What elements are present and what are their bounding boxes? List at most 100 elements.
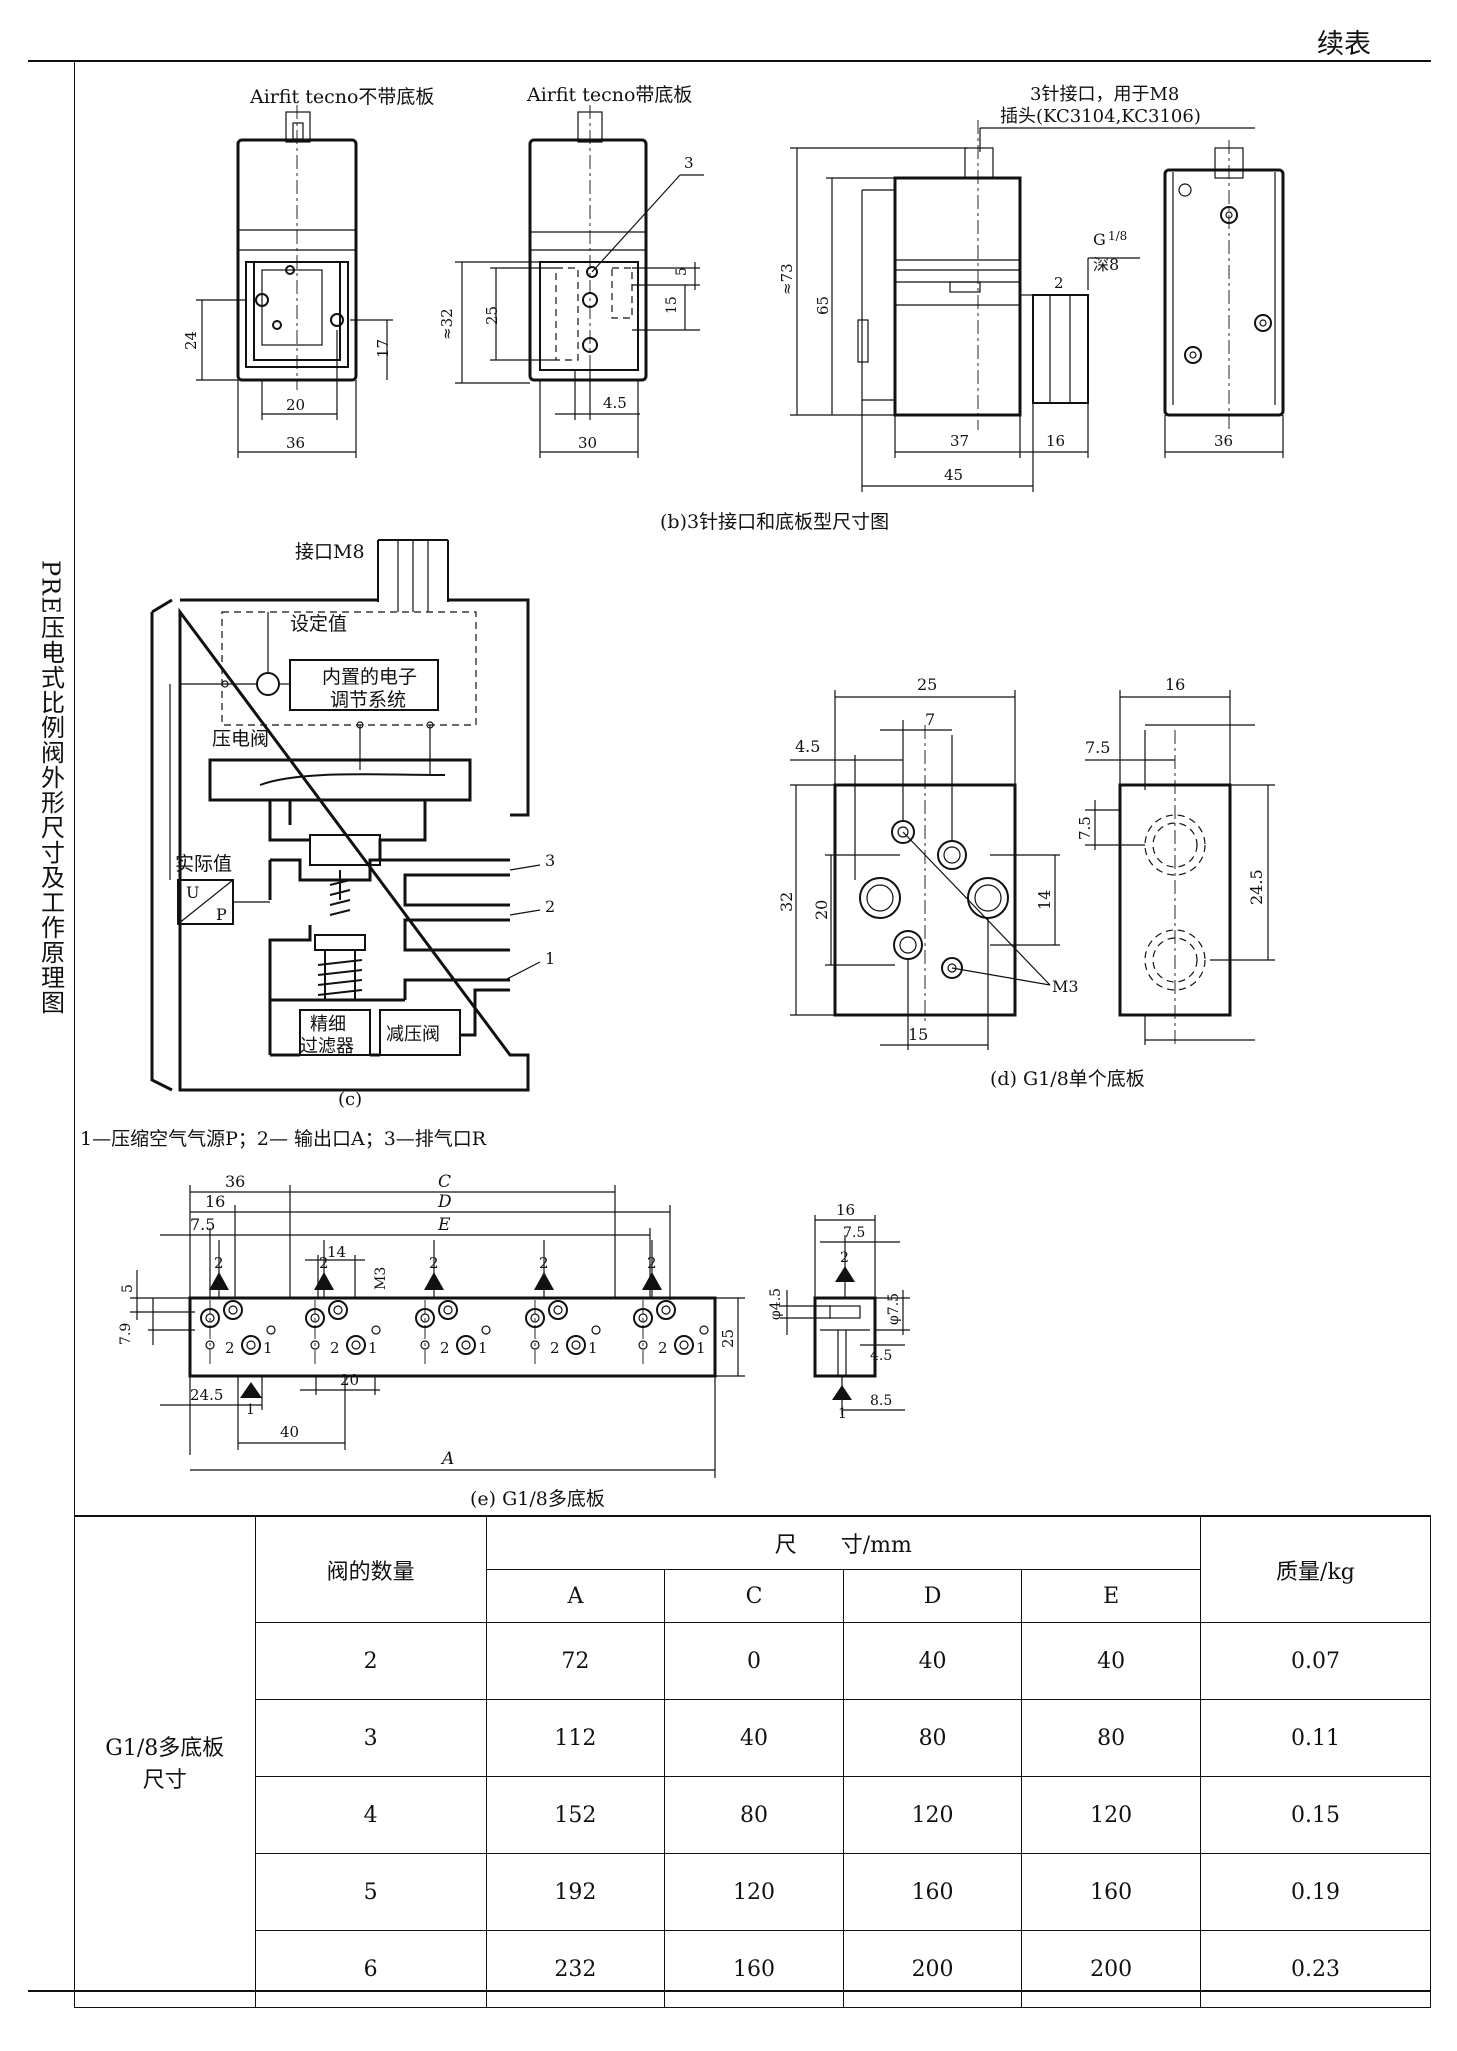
view-with-base: 3 ≈32 25 5 15 4.5 30 — [438, 105, 704, 458]
e-hole-small — [266, 1325, 276, 1335]
e-port-2-arrow — [642, 1272, 662, 1290]
e-dim-7-5: 7.5 — [190, 1215, 215, 1234]
e-hole-large — [241, 1335, 261, 1355]
view-side: ≈73 65 G 1/8 深8 2 37 16 45 — [778, 120, 1255, 492]
controller-label-1: 内置的电子 — [322, 666, 417, 688]
e-dim-d: D — [437, 1192, 452, 1212]
connector-note-1: 3针接口，用于M8 — [1030, 84, 1179, 105]
d-dim-20: 20 — [812, 900, 831, 920]
col-a: A — [485, 1569, 666, 1623]
fig-b: Airfit tecno不带底板 Airfit tecno带底板 3针接口，用于… — [182, 84, 1285, 533]
d-dim-15: 15 — [908, 1025, 928, 1044]
dim-24: 24 — [182, 331, 200, 350]
dim-5: 5 — [674, 267, 690, 276]
col-d: D — [842, 1569, 1023, 1623]
dim-36-back: 36 — [1214, 432, 1233, 450]
side-divider — [74, 60, 75, 1992]
controller-label-2: 调节系统 — [330, 689, 406, 711]
e-hole-inner — [679, 1340, 689, 1350]
e-port-1-label: 1 — [246, 1402, 255, 1418]
col-c: C — [664, 1569, 844, 1623]
col-mass: 质量/kg — [1199, 1516, 1432, 1623]
figure-table-divider — [74, 1515, 1431, 1516]
e-port-2-arrow — [424, 1272, 444, 1290]
dim-73: ≈73 — [778, 263, 796, 295]
caption-d: (d) G1/8单个底板 — [990, 1068, 1145, 1090]
e-side-16: 16 — [836, 1201, 855, 1219]
port-m8: 接口M8 — [295, 541, 365, 563]
d-dim-7-5-h: 7.5 — [1085, 738, 1110, 757]
e-hole-small — [420, 1340, 430, 1350]
port-1-label: 1 — [545, 949, 555, 968]
e-port-2-arrow — [314, 1272, 334, 1290]
e-port-2-bottom: 2 — [225, 1339, 235, 1357]
d-dim-4-5: 4.5 — [795, 737, 820, 756]
connector-note-2: 插头(KC3104,KC3106) — [1000, 106, 1201, 127]
e-hole-small — [310, 1340, 320, 1350]
port-frac: 1/8 — [1108, 229, 1127, 243]
legend-c: 1—压缩空气气源P；2— 输出口A；3—排气口R — [80, 1128, 487, 1150]
e-dim-e: E — [437, 1215, 451, 1235]
dim-4-5: 4.5 — [603, 394, 627, 412]
e-dim-36: 36 — [225, 1172, 245, 1191]
e-dim-7-9: 7.9 — [118, 1323, 134, 1345]
d-dim-32: 32 — [777, 892, 796, 912]
e-side-port-2: 2 — [840, 1250, 849, 1266]
dim-3: 3 — [684, 154, 694, 172]
dim-32: ≈32 — [438, 308, 456, 340]
e-dim-24-5: 24.5 — [190, 1386, 223, 1404]
e-hole-small — [371, 1325, 381, 1335]
col-e: E — [1021, 1569, 1201, 1623]
e-side-phi7-5: φ7.5 — [886, 1293, 902, 1325]
e-port-2-bottom: 2 — [330, 1339, 340, 1357]
e-port-2-label: 2 — [214, 1254, 224, 1272]
e-port-2-label: 2 — [539, 1254, 549, 1272]
e-hole-inner — [333, 1305, 343, 1315]
col-valve-count: 阀的数量 — [254, 1516, 487, 1623]
reducer-label: 减压阀 — [386, 1024, 440, 1045]
dim-37: 37 — [950, 432, 969, 450]
e-hole-small — [591, 1325, 601, 1335]
setpoint-label: 设定值 — [290, 613, 347, 635]
e-hole-small — [699, 1325, 709, 1335]
e-hole-large — [456, 1335, 476, 1355]
e-hole-small — [481, 1325, 491, 1335]
e-hole-inner — [461, 1340, 471, 1350]
e-dim-40: 40 — [280, 1423, 299, 1441]
e-dim-20: 20 — [340, 1371, 359, 1389]
e-hole-large — [566, 1335, 586, 1355]
e-side-phi4-5: φ4.5 — [768, 1288, 784, 1320]
e-port-1-bottom: 1 — [263, 1339, 273, 1357]
e-port-2-bottom: 2 — [658, 1339, 668, 1357]
e-port-2-label: 2 — [429, 1254, 439, 1272]
d-dim-16: 16 — [1165, 675, 1185, 694]
drawing-area: Airfit tecno不带底板 Airfit tecno带底板 3针接口，用于… — [80, 84, 1285, 1510]
dim-36: 36 — [286, 434, 305, 452]
e-arrow-1 — [240, 1382, 262, 1398]
e-hole-small — [530, 1340, 540, 1350]
e-port-2-label: 2 — [647, 1254, 657, 1272]
dim-17: 17 — [374, 339, 392, 358]
e-hole-large — [346, 1335, 366, 1355]
e-hole-inner — [228, 1305, 238, 1315]
e-hole-large — [328, 1300, 348, 1320]
port-2: 2 — [1054, 274, 1064, 292]
e-dim-16: 16 — [205, 1192, 225, 1211]
p-label: P — [216, 905, 227, 924]
e-port-1-bottom: 1 — [588, 1339, 598, 1357]
e-hole-small — [205, 1340, 215, 1350]
fig-c: 接口M8 设定值 内置的电子 调节系统 压电阀 — [80, 539, 555, 1150]
d-dim-24-5: 24.5 — [1247, 869, 1266, 905]
dim-45: 45 — [944, 466, 963, 484]
e-hole-inner — [246, 1340, 256, 1350]
e-hole-inner — [443, 1305, 453, 1315]
e-port-2-arrow — [209, 1272, 229, 1290]
e-hole-small — [638, 1340, 648, 1350]
e-hole-inner — [553, 1305, 563, 1315]
label-with-base: Airfit tecno带底板 — [526, 84, 692, 106]
e-hole-inner — [571, 1340, 581, 1350]
